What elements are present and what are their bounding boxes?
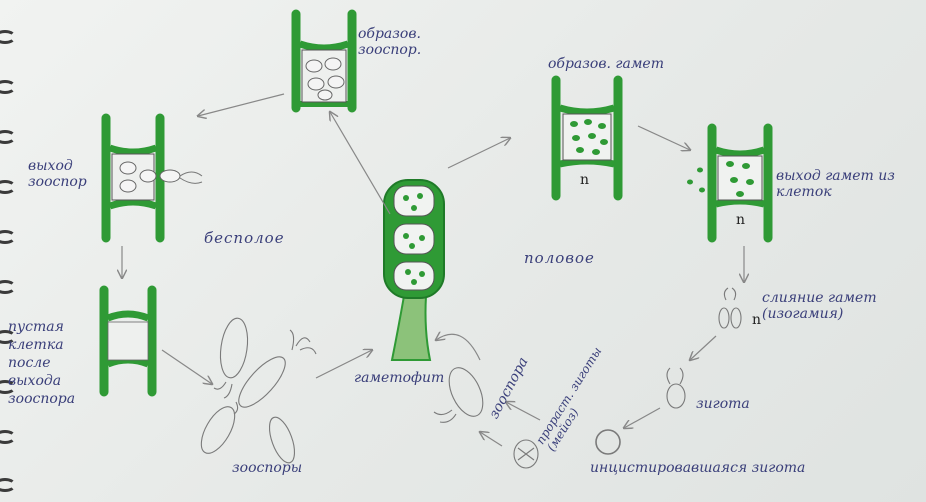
zoospores-pencil	[195, 316, 316, 465]
label-asexual: бесполое	[204, 230, 285, 246]
label-empty-cell: пустая клетка после выхода зооспора	[8, 318, 98, 408]
gametophyte-filament	[384, 180, 444, 360]
label-zygote: зигота	[696, 396, 750, 412]
cell-exit-gametes	[687, 128, 768, 238]
ploidy-n-fusion: n	[752, 312, 761, 328]
label-sexual: половое	[524, 250, 595, 266]
cell-forming-zoospores	[296, 14, 352, 108]
label-exit-gametes: выход гамет из клеток	[776, 168, 896, 200]
label-form-gametes: образов. гамет	[548, 56, 664, 72]
cell-exit-zoospores	[106, 118, 202, 238]
label-zoospores: зооспоры	[232, 460, 302, 476]
label-encysted-zygote: инцистировавшаяся зигота	[590, 460, 830, 476]
label-gametophyte: гаметофит	[354, 370, 444, 386]
ploidy-n-gametes: n	[580, 172, 589, 188]
label-exit-zoospores: выход зооспор	[28, 158, 102, 190]
label-form-zoospores: образов. зооспор.	[358, 26, 454, 58]
cell-empty	[104, 290, 152, 392]
label-fusion-gametes: слияние гамет (изогамия)	[762, 290, 912, 322]
ploidy-n-exit: n	[736, 212, 745, 228]
